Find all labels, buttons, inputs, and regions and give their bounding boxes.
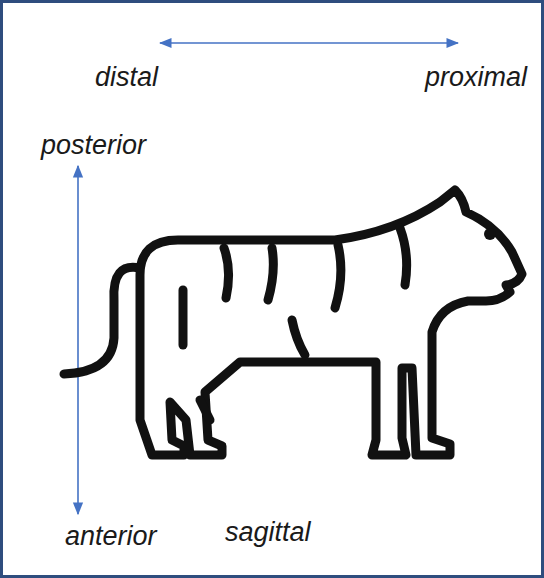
axis-label: posterior <box>41 129 146 161</box>
axis-label: proximal <box>425 61 527 93</box>
axis-arrow <box>160 42 458 44</box>
tiger-icon <box>64 190 522 455</box>
axis-label: anterior <box>65 520 157 552</box>
axis-label: sagittal <box>225 516 311 548</box>
axis-arrow <box>77 166 79 514</box>
tiger-eye <box>484 228 496 240</box>
axis-label: distal <box>95 61 158 93</box>
